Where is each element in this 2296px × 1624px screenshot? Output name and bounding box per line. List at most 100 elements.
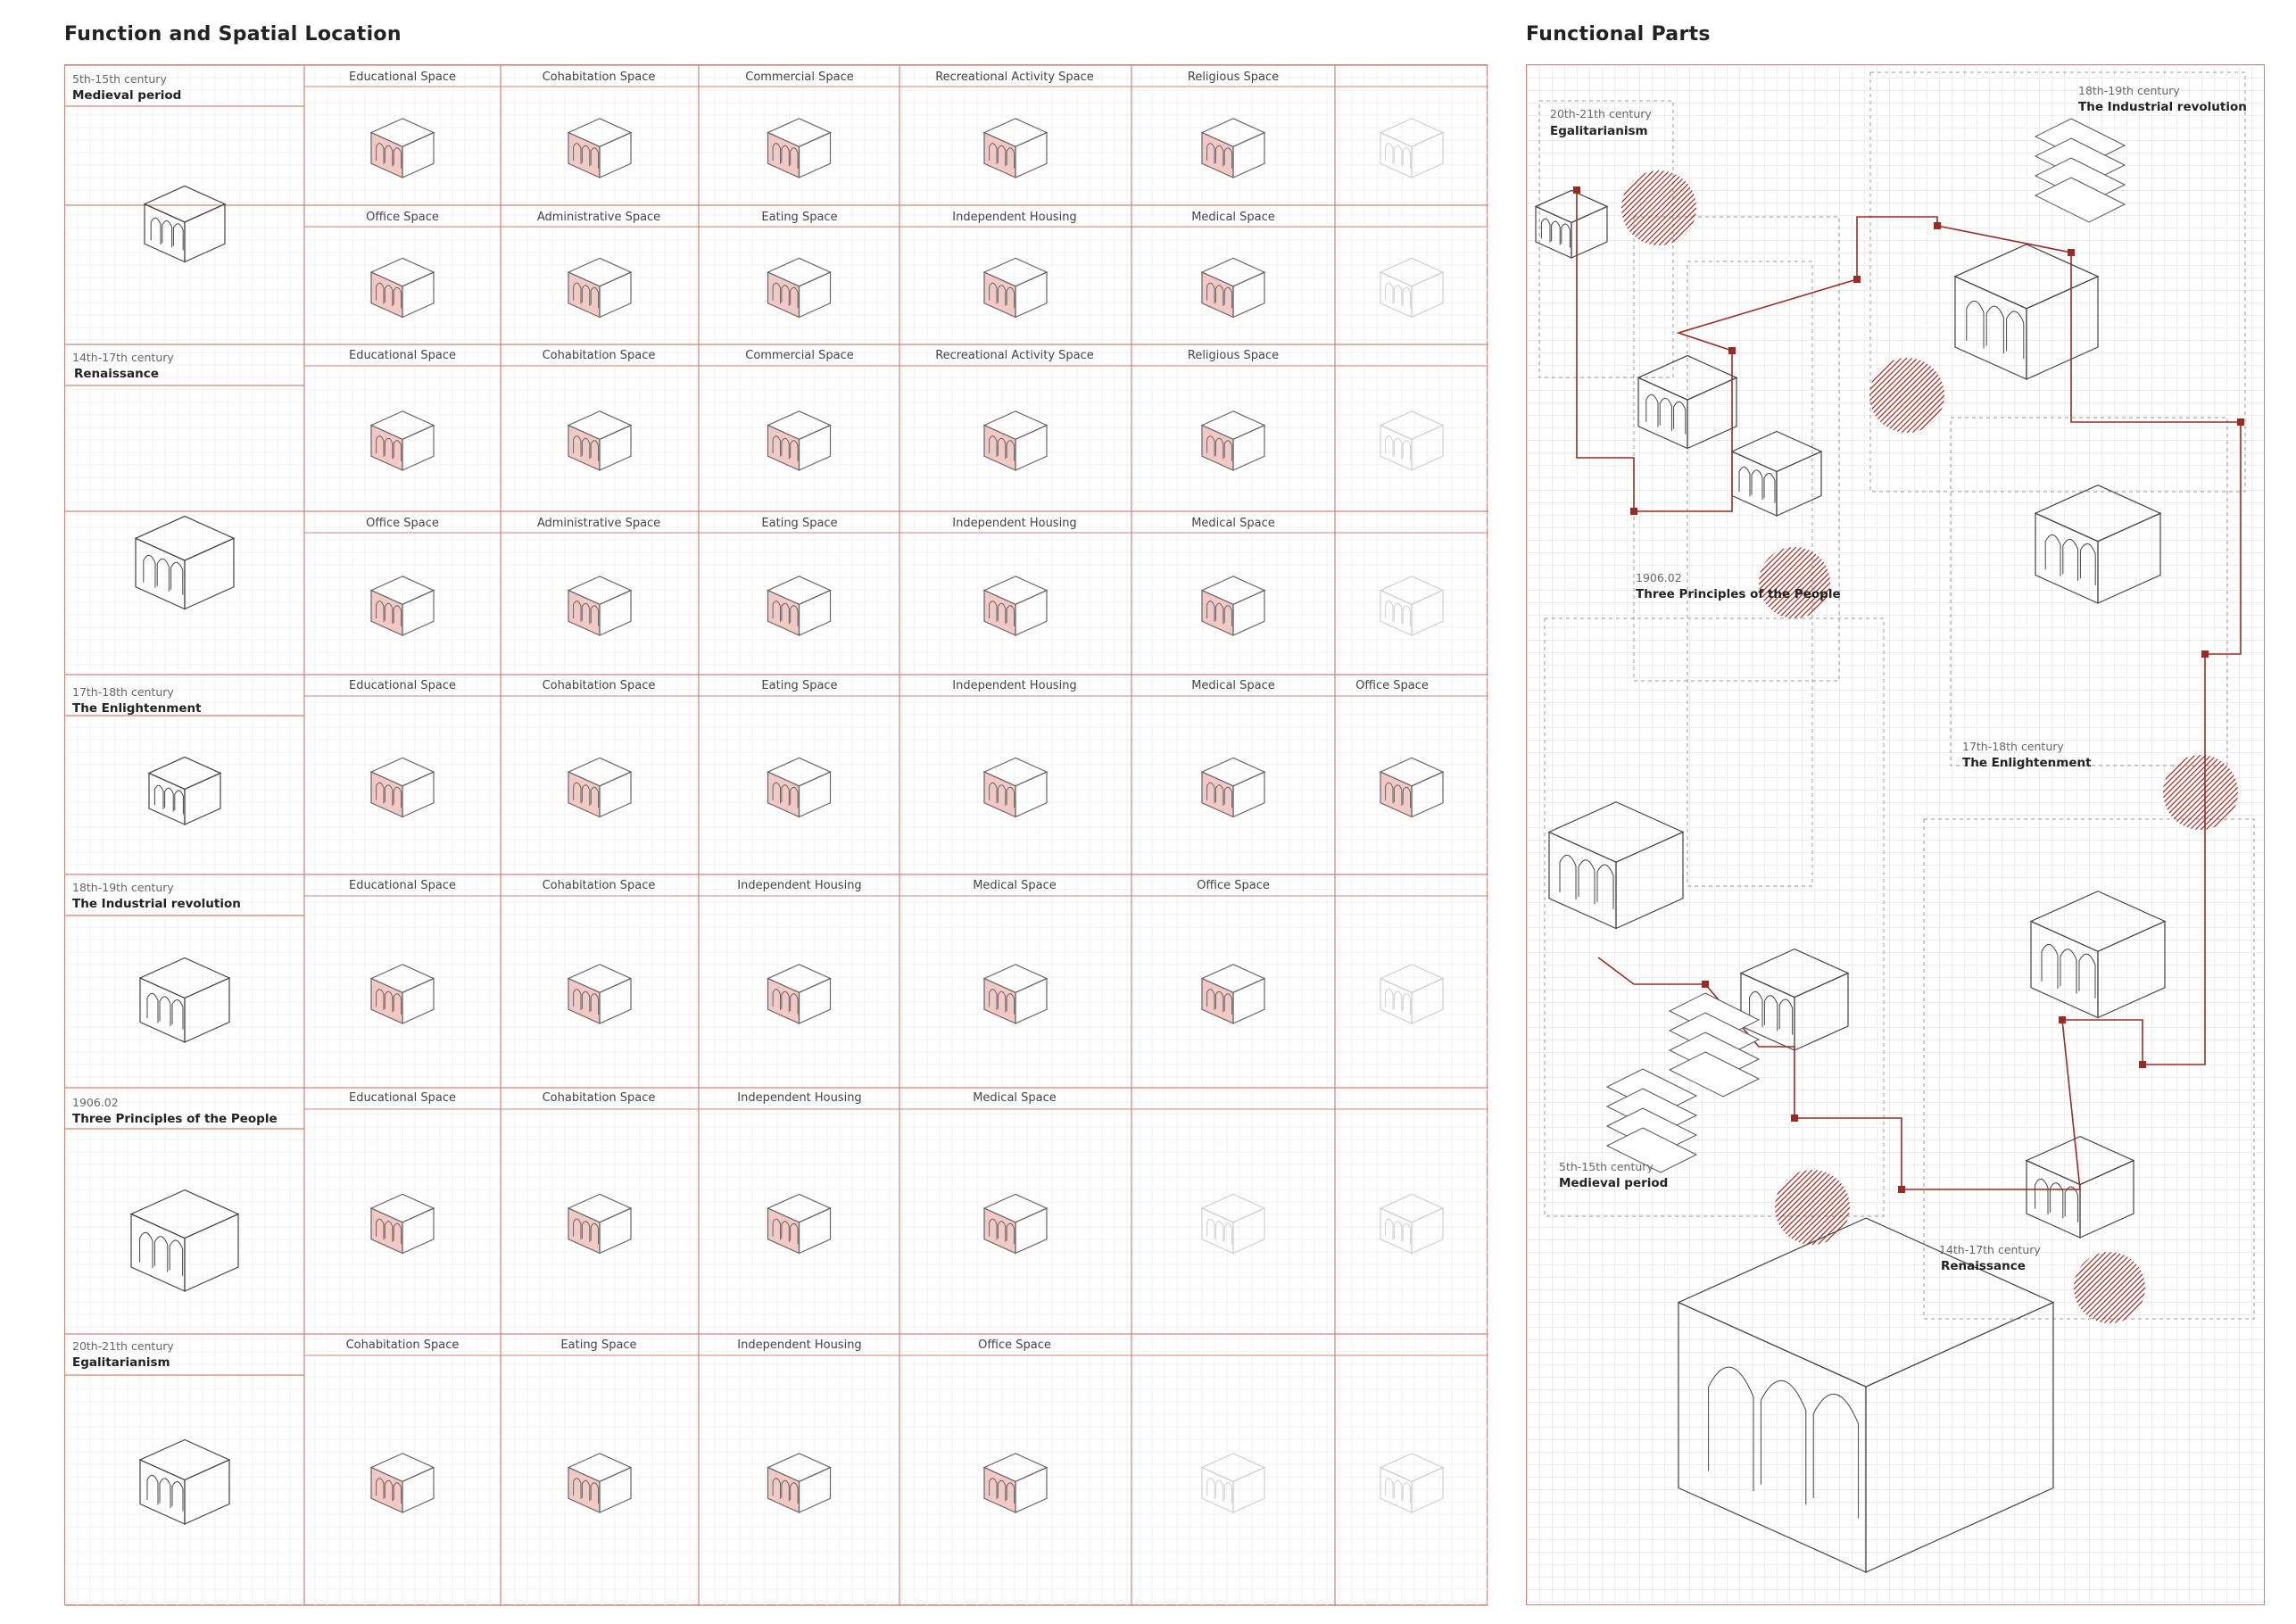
function-cell-sketch <box>767 1453 832 1513</box>
floor-slab <box>2034 177 2126 223</box>
functional-part-sketch <box>1730 430 1823 517</box>
cell-label: Cohabitation Space <box>542 879 656 892</box>
right-range-enlightenment: 17th-18th century <box>1962 740 2064 753</box>
function-cell-sketch <box>567 257 633 319</box>
function-cell-sketch <box>369 576 435 636</box>
cell-label: Cohabitation Space <box>345 1338 460 1352</box>
function-cell-sketch <box>1379 757 1445 818</box>
function-cell-sketch <box>567 1453 633 1513</box>
cell-label: Office Space <box>1197 879 1270 892</box>
function-cell-sketch <box>1379 1453 1445 1513</box>
route-node <box>1728 347 1736 354</box>
route-node <box>2201 650 2209 658</box>
function-cell-sketch <box>567 1193 633 1255</box>
period-building-sketch <box>138 1438 231 1525</box>
right-range-egalitarianism: 20th-21th century <box>1550 107 1652 120</box>
cell-label: Medical Space <box>973 879 1057 892</box>
functional-part-sketch <box>1637 354 1738 450</box>
function-cell-sketch <box>1379 257 1445 319</box>
function-cell-sketch <box>767 1193 832 1255</box>
period-building-sketch <box>147 756 222 825</box>
function-matrix-drawing <box>65 65 1488 1606</box>
route-node <box>1898 1186 1905 1193</box>
left-section-title: Function and Spatial Location <box>64 23 402 46</box>
period-range-renaissance: 14th-17th century <box>72 351 174 364</box>
function-cell-sketch <box>369 757 435 818</box>
route-node <box>1702 981 1709 988</box>
cell-label: Independent Housing <box>737 1091 862 1105</box>
period-range-industrial: 18th-19th century <box>72 881 174 894</box>
period-building-sketch <box>138 957 231 1043</box>
function-cell-sketch <box>567 118 633 178</box>
right-name-renaissance: Renaissance <box>1941 1259 2026 1273</box>
function-cell-sketch <box>369 964 435 1024</box>
period-name-industrial: The Industrial revolution <box>72 897 241 911</box>
cell-label: Educational Space <box>348 70 457 84</box>
function-cell-sketch <box>982 410 1049 471</box>
group-boundary <box>1950 417 2228 766</box>
cell-label: Cohabitation Space <box>542 70 656 84</box>
cell-label: Office Space <box>366 211 439 224</box>
route-node <box>2139 1061 2146 1068</box>
cell-label: Educational Space <box>348 879 457 892</box>
function-matrix-panel: 5th-15th century Medieval period 14th-17… <box>64 64 1488 1606</box>
group-boundary <box>1538 100 1674 378</box>
functional-parts-drawing <box>1534 71 2255 1573</box>
function-cell-sketch <box>982 257 1049 319</box>
route-node <box>1791 1114 1798 1122</box>
functional-part-sketch <box>1739 948 1850 1051</box>
group-boundary <box>1687 261 1813 887</box>
cell-label: Educational Space <box>348 349 457 362</box>
function-cell-sketch <box>982 964 1049 1024</box>
function-cell-sketch <box>982 1193 1049 1255</box>
function-cell-sketch <box>1200 1193 1266 1255</box>
function-cell-sketch <box>982 757 1049 818</box>
functional-part-sketch <box>1547 801 1685 930</box>
function-cell-sketch <box>767 257 832 319</box>
route-node <box>1853 276 1861 283</box>
cell-label: Eating Space <box>761 517 838 530</box>
right-name-enlightenment: The Enlightenment <box>1962 756 2092 770</box>
cell-label: Cohabitation Space <box>542 349 656 362</box>
cell-label: Medical Space <box>1191 517 1275 530</box>
function-cell-sketch <box>1200 964 1266 1024</box>
cell-label: Independent Housing <box>737 879 862 892</box>
period-range-medieval: 5th-15th century <box>72 72 167 86</box>
cell-label: Independent Housing <box>737 1338 862 1352</box>
hatched-circle <box>1759 547 1830 618</box>
route-node <box>2059 1016 2066 1023</box>
functional-part-sketch <box>2034 485 2162 604</box>
period-name-three-principles: Three Principles of the People <box>72 1112 278 1126</box>
function-cell-sketch <box>767 576 832 636</box>
cell-label: Administrative Space <box>536 517 661 530</box>
cell-label: Religious Space <box>1187 349 1280 362</box>
function-cell-sketch <box>767 757 832 818</box>
period-name-egalitarianism: Egalitarianism <box>72 1355 170 1370</box>
group-boundary <box>1869 71 2246 493</box>
cell-label: Administrative Space <box>536 211 661 224</box>
hatched-circle <box>2074 1252 2145 1323</box>
route-node <box>1934 222 1941 229</box>
right-range-medieval: 5th-15th century <box>1559 1160 1654 1173</box>
right-name-three-principles: Three Principles of the People <box>1636 587 1841 601</box>
route-line <box>1576 190 2242 1190</box>
period-range-enlightenment: 17th-18th century <box>72 685 174 699</box>
floor-slab <box>1668 1051 1761 1098</box>
function-cell-sketch <box>1379 964 1445 1024</box>
cell-label: Recreational Activity Space <box>935 349 1094 362</box>
group-boundary <box>1544 617 1885 1217</box>
functional-part-sketch <box>1953 244 2100 380</box>
function-cell-sketch <box>982 576 1049 636</box>
function-cell-sketch <box>767 410 832 471</box>
right-name-medieval: Medieval period <box>1559 1176 1669 1190</box>
function-cell-sketch <box>567 410 633 471</box>
cell-label: Office Space <box>1355 679 1429 692</box>
function-cell-sketch <box>369 257 435 319</box>
group-boundary <box>1633 216 1840 682</box>
function-cell-sketch <box>1200 118 1266 178</box>
function-cell-sketch <box>369 410 435 471</box>
cell-label: Eating Space <box>761 679 838 692</box>
function-cell-sketch <box>1379 118 1445 178</box>
cell-label: Commercial Space <box>745 70 854 84</box>
hatched-circle <box>1775 1170 1850 1245</box>
